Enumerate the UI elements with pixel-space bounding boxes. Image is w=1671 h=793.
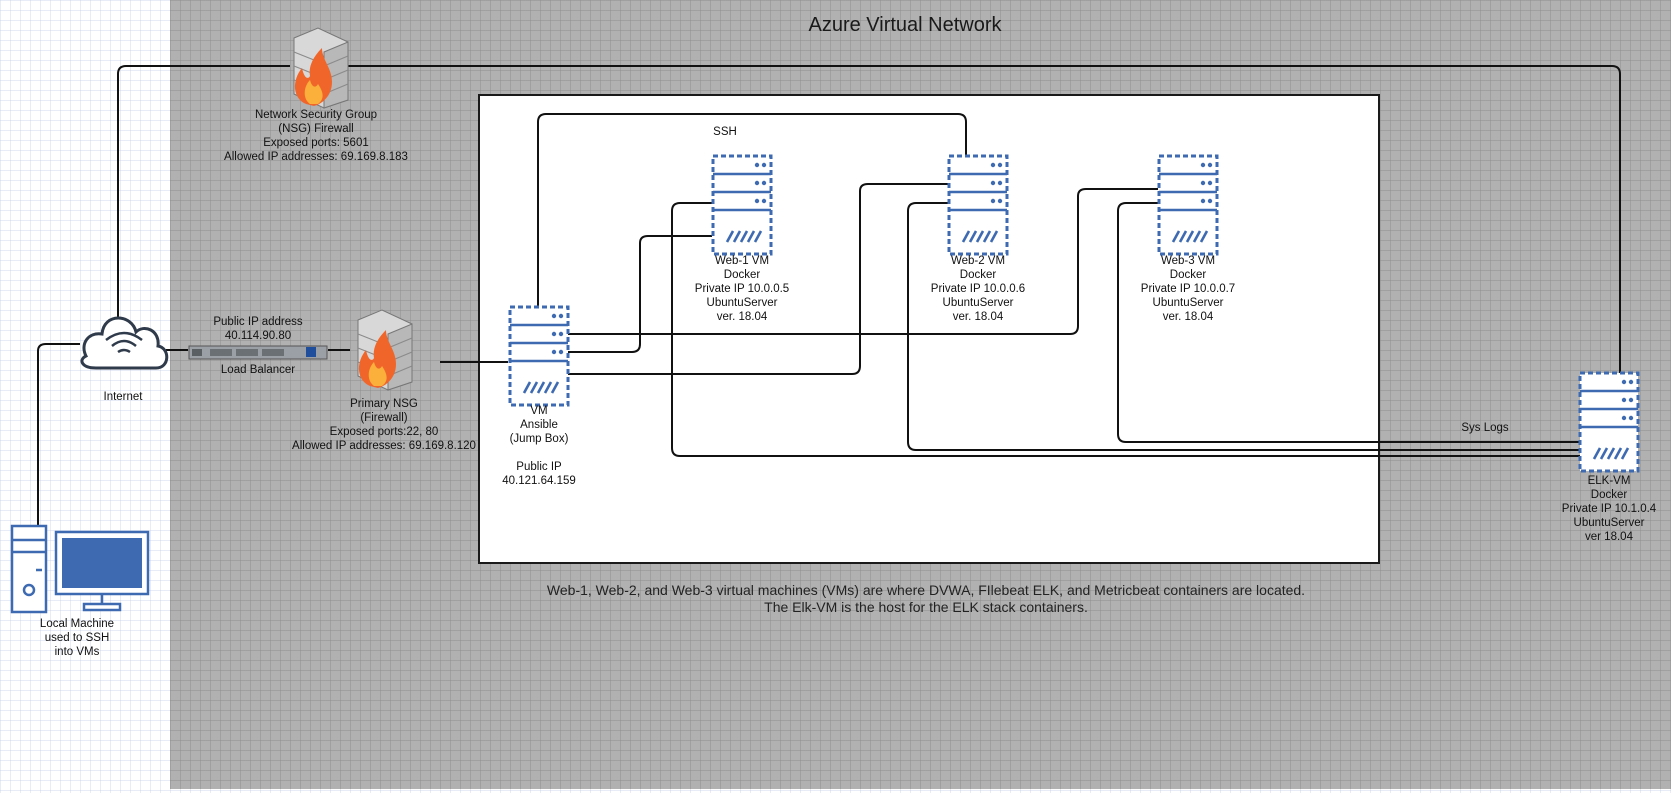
web3-server-icon bbox=[1157, 154, 1219, 256]
jump-box-server-icon bbox=[508, 305, 570, 407]
primary-nsg-line: Allowed IP addresses: 69.169.8.120 bbox=[292, 440, 476, 452]
web3-line: Web-3 VM bbox=[1160, 255, 1216, 267]
elk-label: ELK-VM Docker Private IP 10.1.0.4 Ubuntu… bbox=[1562, 474, 1656, 544]
internet-label: Internet bbox=[103, 391, 143, 403]
web3-line: UbuntuServer bbox=[1152, 297, 1224, 309]
diagram-title: Azure Virtual Network bbox=[808, 14, 1002, 36]
web1-line: Private IP 10.0.0.5 bbox=[694, 283, 790, 295]
sys-logs-label: Sys Logs bbox=[1461, 422, 1509, 434]
caption-line: The Elk-VM is the host for the ELK stack… bbox=[764, 599, 1088, 615]
elk-line: Private IP 10.1.0.4 bbox=[1561, 503, 1657, 515]
local-machine-line: Local Machine bbox=[39, 618, 115, 630]
web3-line: Private IP 10.0.0.7 bbox=[1140, 283, 1236, 295]
primary-nsg-line: (Firewall) bbox=[360, 412, 408, 424]
web2-line: Web-2 VM bbox=[950, 255, 1006, 267]
jump-box-label: VM Ansible (Jump Box) bbox=[510, 404, 569, 446]
web2-line: ver. 18.04 bbox=[952, 311, 1004, 323]
web3-line: ver. 18.04 bbox=[1162, 311, 1214, 323]
nsg-top-line: Network Security Group bbox=[254, 109, 378, 121]
web1-line: UbuntuServer bbox=[706, 297, 778, 309]
web2-server-icon bbox=[947, 154, 1009, 256]
web2-line: UbuntuServer bbox=[942, 297, 1014, 309]
web2-line: Private IP 10.0.0.6 bbox=[930, 283, 1026, 295]
jump-box-ip-line: 40.121.64.159 bbox=[502, 475, 576, 487]
local-machine-line: into VMs bbox=[54, 646, 100, 658]
nsg-top-line: Exposed ports: 5601 bbox=[263, 137, 369, 149]
elk-line: ELK-VM bbox=[1587, 475, 1631, 487]
elk-line: UbuntuServer bbox=[1573, 517, 1645, 529]
caption-line: Web-1, Web-2, and Web-3 virtual machines… bbox=[546, 582, 1306, 598]
lb-ip-line: Public IP address bbox=[213, 316, 303, 328]
desktop-computer-icon bbox=[10, 524, 150, 614]
web2-label: Web-2 VM Docker Private IP 10.0.0.6 Ubun… bbox=[931, 254, 1025, 324]
diagram-caption: Web-1, Web-2, and Web-3 virtual machines… bbox=[547, 582, 1305, 616]
cloud-wifi-icon bbox=[80, 316, 169, 370]
jump-box-ip-line: Public IP bbox=[516, 461, 562, 473]
jump-box-ip-label: Public IP 40.121.64.159 bbox=[502, 460, 576, 488]
jump-box-line: (Jump Box) bbox=[509, 433, 569, 445]
elk-server-icon bbox=[1578, 371, 1640, 473]
web1-server-icon bbox=[711, 154, 773, 256]
primary-nsg-line: Primary NSG bbox=[350, 398, 418, 410]
web3-label: Web-3 VM Docker Private IP 10.0.0.7 Ubun… bbox=[1141, 254, 1235, 324]
primary-nsg-firewall-icon bbox=[357, 309, 413, 391]
load-balancer-icon bbox=[188, 345, 328, 360]
web1-line: Web-1 VM bbox=[714, 255, 770, 267]
nsg-top-line: Allowed IP addresses: 69.169.8.183 bbox=[224, 151, 408, 163]
primary-nsg-line: Exposed ports:22, 80 bbox=[329, 426, 439, 438]
web1-line: Docker bbox=[723, 269, 761, 281]
elk-line: Docker bbox=[1590, 489, 1628, 501]
web1-label: Web-1 VM Docker Private IP 10.0.0.5 Ubun… bbox=[695, 254, 789, 324]
jump-box-line: Ansible bbox=[520, 419, 558, 431]
elk-line: ver 18.04 bbox=[1585, 531, 1633, 543]
nsg-top-label: Network Security Group (NSG) Firewall Ex… bbox=[224, 108, 408, 164]
nsg-firewall-icon bbox=[293, 27, 349, 109]
web3-line: Docker bbox=[1169, 269, 1207, 281]
lb-ip-line: 40.114.90.80 bbox=[224, 330, 292, 342]
primary-nsg-label: Primary NSG (Firewall) Exposed ports:22,… bbox=[292, 397, 476, 453]
jump-box-line: VM bbox=[530, 405, 548, 417]
local-machine-line: used to SSH bbox=[44, 632, 110, 644]
load-balancer-ip-label: Public IP address 40.114.90.80 bbox=[213, 315, 302, 343]
load-balancer-label: Load Balancer bbox=[220, 364, 296, 376]
connector-lines bbox=[37, 65, 1621, 526]
local-machine-label: Local Machine used to SSH into VMs bbox=[40, 617, 114, 659]
subnet-box bbox=[478, 94, 1380, 564]
nsg-top-line: (NSG) Firewall bbox=[278, 123, 354, 135]
web1-line: ver. 18.04 bbox=[716, 311, 768, 323]
web2-line: Docker bbox=[959, 269, 997, 281]
ssh-label: SSH bbox=[713, 126, 737, 138]
